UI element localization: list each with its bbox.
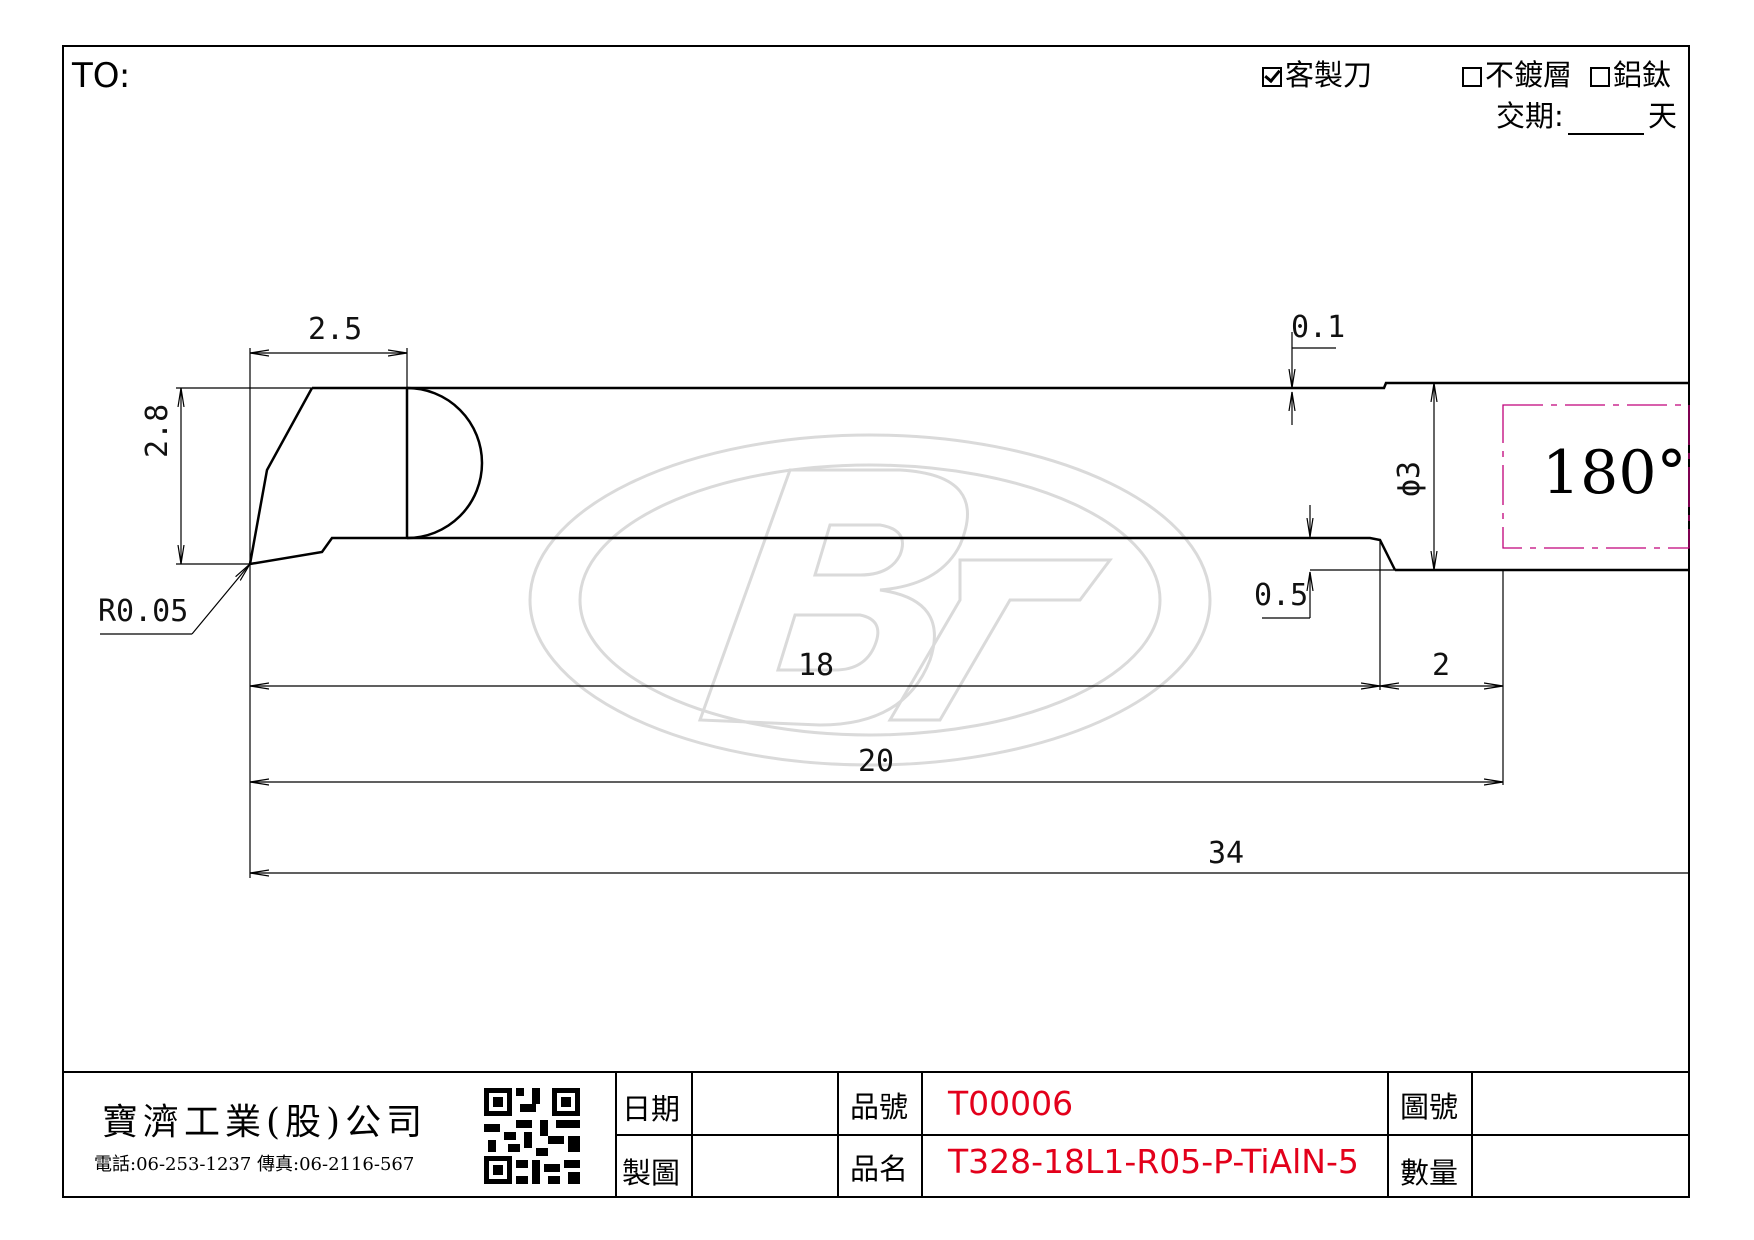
custom-tool-label: 客製刀 xyxy=(1285,58,1373,92)
tool-outline xyxy=(248,381,1690,572)
delivery-days-field[interactable] xyxy=(1568,133,1644,135)
no-coating-checkbox[interactable] xyxy=(1462,67,1482,87)
dim-2: 2 xyxy=(1432,648,1451,683)
qr-code-icon xyxy=(484,1088,580,1184)
dim-2-5: 2.5 xyxy=(308,312,363,347)
altin-label: 鋁鈦 xyxy=(1613,58,1672,92)
part-name-value[interactable]: T328-18L1-R05-P-TiAlN-5 xyxy=(948,1142,1359,1181)
dim-18: 18 xyxy=(798,648,835,683)
date-label: 日期 xyxy=(622,1092,681,1126)
company-contact: 電話:06-253-1237 傳真:06-2116-567 xyxy=(94,1154,415,1175)
to-label: TO: xyxy=(72,56,131,96)
dim-20: 20 xyxy=(858,744,895,779)
angle-label: 180° xyxy=(1542,438,1687,508)
option-altin[interactable]: 鋁鈦 xyxy=(1590,52,1671,94)
drawing-no-label: 圖號 xyxy=(1400,1090,1459,1124)
quantity-label: 數量 xyxy=(1400,1156,1459,1190)
option-custom-tool[interactable]: 客製刀 xyxy=(1262,52,1372,94)
delivery-unit: 天 xyxy=(1648,99,1678,133)
dim-34: 34 xyxy=(1208,836,1245,871)
no-coating-label: 不鍍層 xyxy=(1485,58,1573,92)
altin-checkbox[interactable] xyxy=(1590,67,1610,87)
dimension-lines xyxy=(100,332,1689,878)
drawn-by-label: 製圖 xyxy=(622,1156,681,1190)
title-block-grid xyxy=(62,1071,1690,1198)
dim-0-5: 0.5 xyxy=(1254,578,1309,613)
custom-tool-checkbox[interactable] xyxy=(1262,67,1282,87)
dim-r0-05: R0.05 xyxy=(98,594,189,629)
delivery-label: 交期: xyxy=(1496,99,1564,133)
drawing-frame xyxy=(62,45,1690,1198)
part-no-label: 品號 xyxy=(850,1090,909,1124)
dim-2-8: 2.8 xyxy=(140,403,175,458)
angle-view-box xyxy=(1502,404,1690,549)
dim-0-1: 0.1 xyxy=(1291,310,1346,345)
dim-phi3: ϕ3 xyxy=(1392,460,1427,497)
company-name: 寶濟工業(股)公司 xyxy=(102,1102,428,1143)
part-name-label: 品名 xyxy=(850,1152,909,1186)
part-no-value[interactable]: T00006 xyxy=(948,1084,1074,1123)
watermark-logo xyxy=(528,433,1212,767)
option-no-coating[interactable]: 不鍍層 xyxy=(1462,52,1572,94)
